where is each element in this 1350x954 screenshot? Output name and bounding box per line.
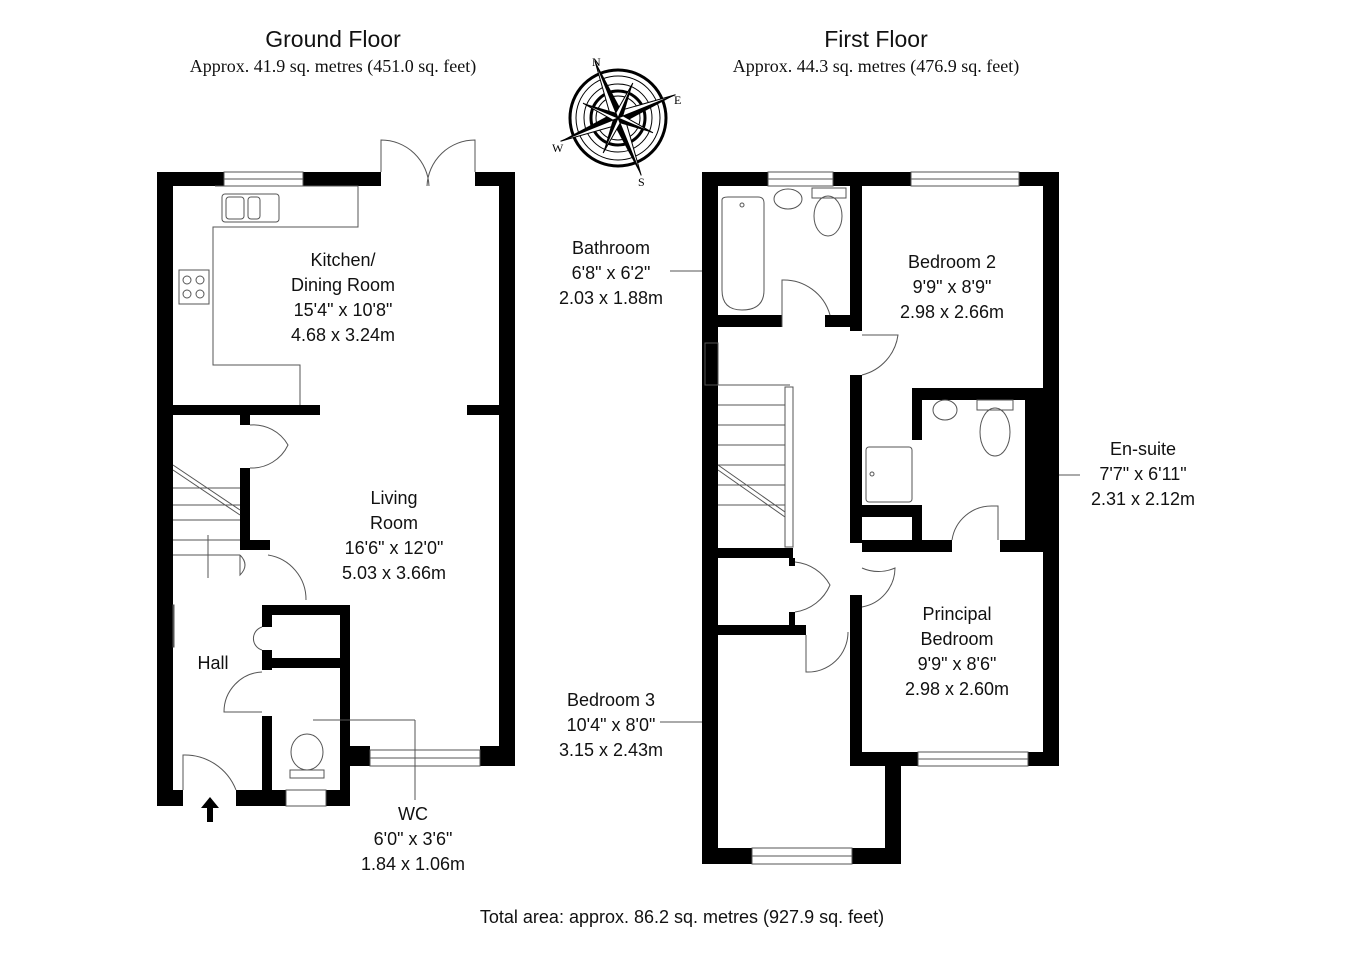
room-label-living-room: Living Room 16'6" x 12'0" 5.03 x 3.66m (304, 486, 484, 586)
room-label-principal-bedroom: Principal Bedroom 9'9" x 8'6" 2.98 x 2.6… (872, 602, 1042, 702)
room-dim-imperial: 10'4" x 8'0" (566, 715, 656, 735)
room-dim-imperial: 9'9" x 8'6" (917, 654, 997, 674)
first-floor-fixtures (660, 171, 1080, 865)
first-floor-area: Approx. 44.3 sq. metres (476.9 sq. feet) (732, 56, 1020, 76)
room-label-bedroom-2: Bedroom 2 9'9" x 8'9" 2.98 x 2.66m (877, 250, 1027, 325)
svg-text:S: S (638, 175, 645, 189)
compass-rose-icon: N E S W (552, 55, 681, 189)
room-dim-metric: 5.03 x 3.66m (341, 563, 447, 583)
room-name: Room (369, 513, 418, 533)
first-floor-walls (702, 172, 1059, 864)
room-dim-metric: 2.98 x 2.66m (899, 302, 1005, 322)
room-dim-imperial: 15'4" x 10'8" (293, 300, 393, 320)
room-name: Living (370, 488, 418, 508)
room-dim-metric: 3.15 x 2.43m (558, 740, 664, 760)
room-name: En-suite (1109, 439, 1177, 459)
room-name: Bedroom 2 (907, 252, 997, 272)
room-label-en-suite: En-suite 7'7" x 6'11" 2.31 x 2.12m (1068, 437, 1218, 512)
room-name: Bedroom 3 (566, 690, 656, 710)
ground-floor-title: Ground Floor (265, 26, 401, 52)
room-name: Hall (197, 653, 229, 673)
room-label-hall: Hall (183, 651, 243, 676)
room-name: Dining Room (290, 275, 396, 295)
room-dim-imperial: 16'6" x 12'0" (344, 538, 444, 558)
first-floor-title: First Floor (824, 26, 928, 52)
room-dim-imperial: 9'9" x 8'9" (912, 277, 992, 297)
room-name: Principal (922, 604, 992, 624)
room-dim-imperial: 6'8" x 6'2" (571, 263, 651, 283)
room-dim-metric: 2.03 x 1.88m (558, 288, 664, 308)
room-dim-metric: 2.31 x 2.12m (1090, 489, 1196, 509)
svg-text:E: E (674, 93, 681, 107)
room-dim-metric: 1.84 x 1.06m (360, 854, 466, 874)
room-name: WC (398, 804, 428, 824)
room-label-bedroom-3: Bedroom 3 10'4" x 8'0" 3.15 x 2.43m (536, 688, 686, 763)
room-name: Bedroom (920, 629, 994, 649)
ground-floor-fixtures (172, 139, 481, 807)
room-dim-imperial: 7'7" x 6'11" (1099, 464, 1187, 484)
room-label-kitchen: Kitchen/ Dining Room 15'4" x 10'8" 4.68 … (253, 248, 433, 348)
room-dim-metric: 4.68 x 3.24m (290, 325, 396, 345)
room-name: Bathroom (571, 238, 651, 258)
room-label-bathroom: Bathroom 6'8" x 6'2" 2.03 x 1.88m (536, 236, 686, 311)
total-area: Total area: approx. 86.2 sq. metres (927… (479, 907, 885, 927)
room-dim-metric: 2.98 x 2.60m (904, 679, 1010, 699)
room-label-wc: WC 6'0" x 3'6" 1.84 x 1.06m (333, 802, 493, 877)
ground-floor-walls (157, 172, 515, 806)
room-name: Kitchen/ (310, 250, 376, 270)
svg-text:N: N (592, 55, 601, 69)
entrance-arrow-icon (201, 797, 219, 822)
ground-floor-area: Approx. 41.9 sq. metres (451.0 sq. feet) (189, 56, 477, 76)
room-dim-imperial: 6'0" x 3'6" (373, 829, 453, 849)
svg-text:W: W (552, 141, 564, 155)
